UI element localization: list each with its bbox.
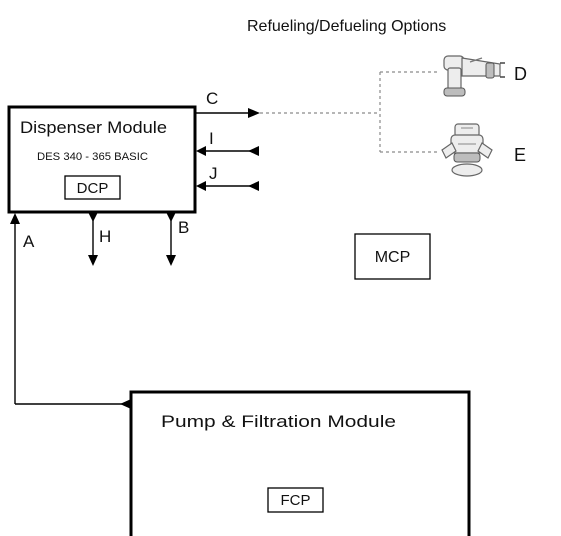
connection-h: H	[88, 212, 111, 266]
connection-i-label: I	[209, 129, 214, 148]
connection-c: C	[195, 89, 260, 118]
connection-j-tail	[248, 181, 259, 191]
dispenser-module: Dispenser Module DES 340 - 365 BASIC DCP	[7, 105, 197, 214]
connection-b-label: B	[178, 218, 189, 237]
option-e: E	[441, 123, 526, 177]
mcp-panel-box	[354, 233, 431, 280]
mcp-panel-label: MCP	[375, 249, 411, 266]
connection-c-arrow	[248, 108, 260, 118]
connection-a-arrowhead	[10, 213, 20, 224]
connection-a: A	[10, 213, 131, 409]
connection-c-label: C	[206, 89, 218, 108]
connection-a-label: A	[23, 232, 35, 251]
option-e-label: E	[514, 145, 526, 165]
defueling-coupler-icon	[441, 123, 493, 177]
options-dashed-link	[260, 71, 440, 153]
connection-j-arrowhead	[196, 181, 206, 191]
dispenser-module-title: Dispenser Module	[20, 118, 167, 137]
option-d: D	[443, 55, 527, 97]
dispenser-model-label: DES 340 - 365 BASIC	[37, 151, 148, 163]
connection-a-tail	[120, 399, 131, 409]
refueling-nozzle-icon	[443, 55, 505, 97]
connection-j-label: J	[209, 164, 218, 183]
pump-filtration-module-title: Pump & Filtration Module	[161, 412, 396, 431]
connection-i: I	[196, 129, 259, 156]
option-d-label: D	[514, 64, 527, 84]
pump-filtration-module: Pump & Filtration Module FCP	[129, 390, 471, 536]
fcp-panel-box	[267, 487, 324, 513]
connection-h-arrowhead	[88, 255, 98, 266]
options-title: Refueling/Defueling Options	[247, 18, 446, 35]
dcp-panel-box	[64, 175, 121, 200]
connection-b: B	[166, 212, 189, 266]
fcp-panel-label: FCP	[281, 492, 311, 509]
connection-i-arrowhead	[196, 146, 206, 156]
dcp-panel-label: DCP	[77, 180, 109, 197]
connection-h-label: H	[99, 227, 111, 246]
connection-i-tail	[248, 146, 259, 156]
mcp-panel: MCP	[354, 233, 431, 280]
connection-b-arrowhead	[166, 255, 176, 266]
connection-j: J	[196, 164, 259, 191]
